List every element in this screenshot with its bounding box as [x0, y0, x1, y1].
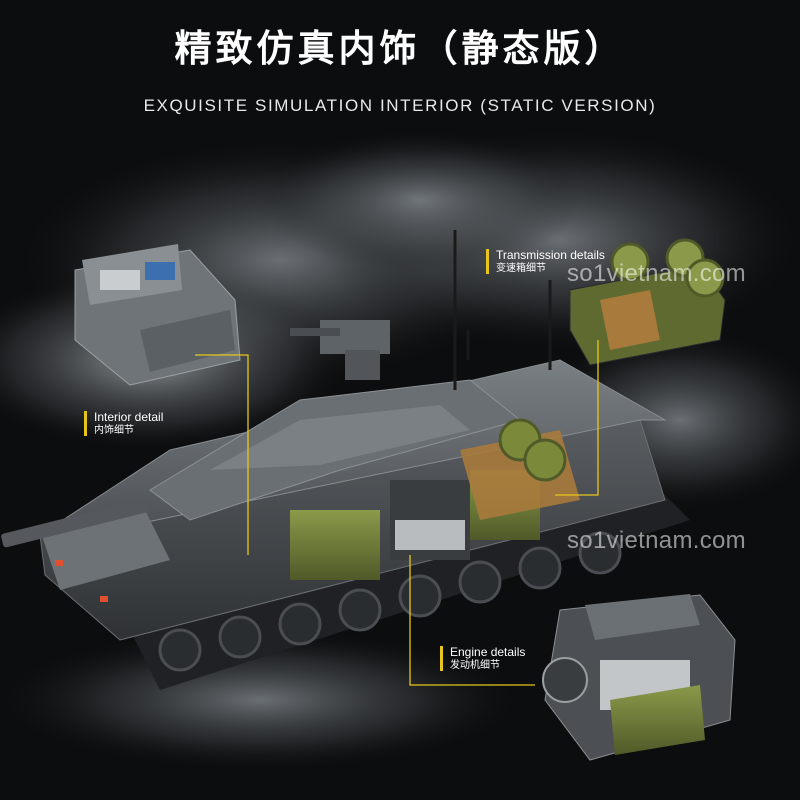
callout-interior-cn: 内饰细节 — [94, 424, 134, 436]
callout-transmission: Transmission details 变速箱细节 — [486, 248, 605, 275]
callout-transmission-cn: 变速箱细节 — [496, 262, 546, 274]
page-title-english: EXQUISITE SIMULATION INTERIOR (STATIC VE… — [143, 96, 657, 115]
watermark-bottom: so1vietnam.com — [567, 527, 746, 554]
callout-transmission-en: Transmission details — [496, 248, 605, 262]
page-title-chinese: 精致仿真内饰（静态版） — [174, 27, 626, 70]
callout-engine: Engine details 发动机细节 — [440, 645, 526, 672]
callout-interior: Interior detail 内饰细节 — [84, 410, 164, 437]
callout-engine-cn: 发动机细节 — [450, 659, 500, 671]
callout-interior-en: Interior detail — [94, 410, 164, 424]
callout-engine-en: Engine details — [450, 645, 526, 659]
watermark-top: so1vietnam.com — [567, 260, 746, 287]
